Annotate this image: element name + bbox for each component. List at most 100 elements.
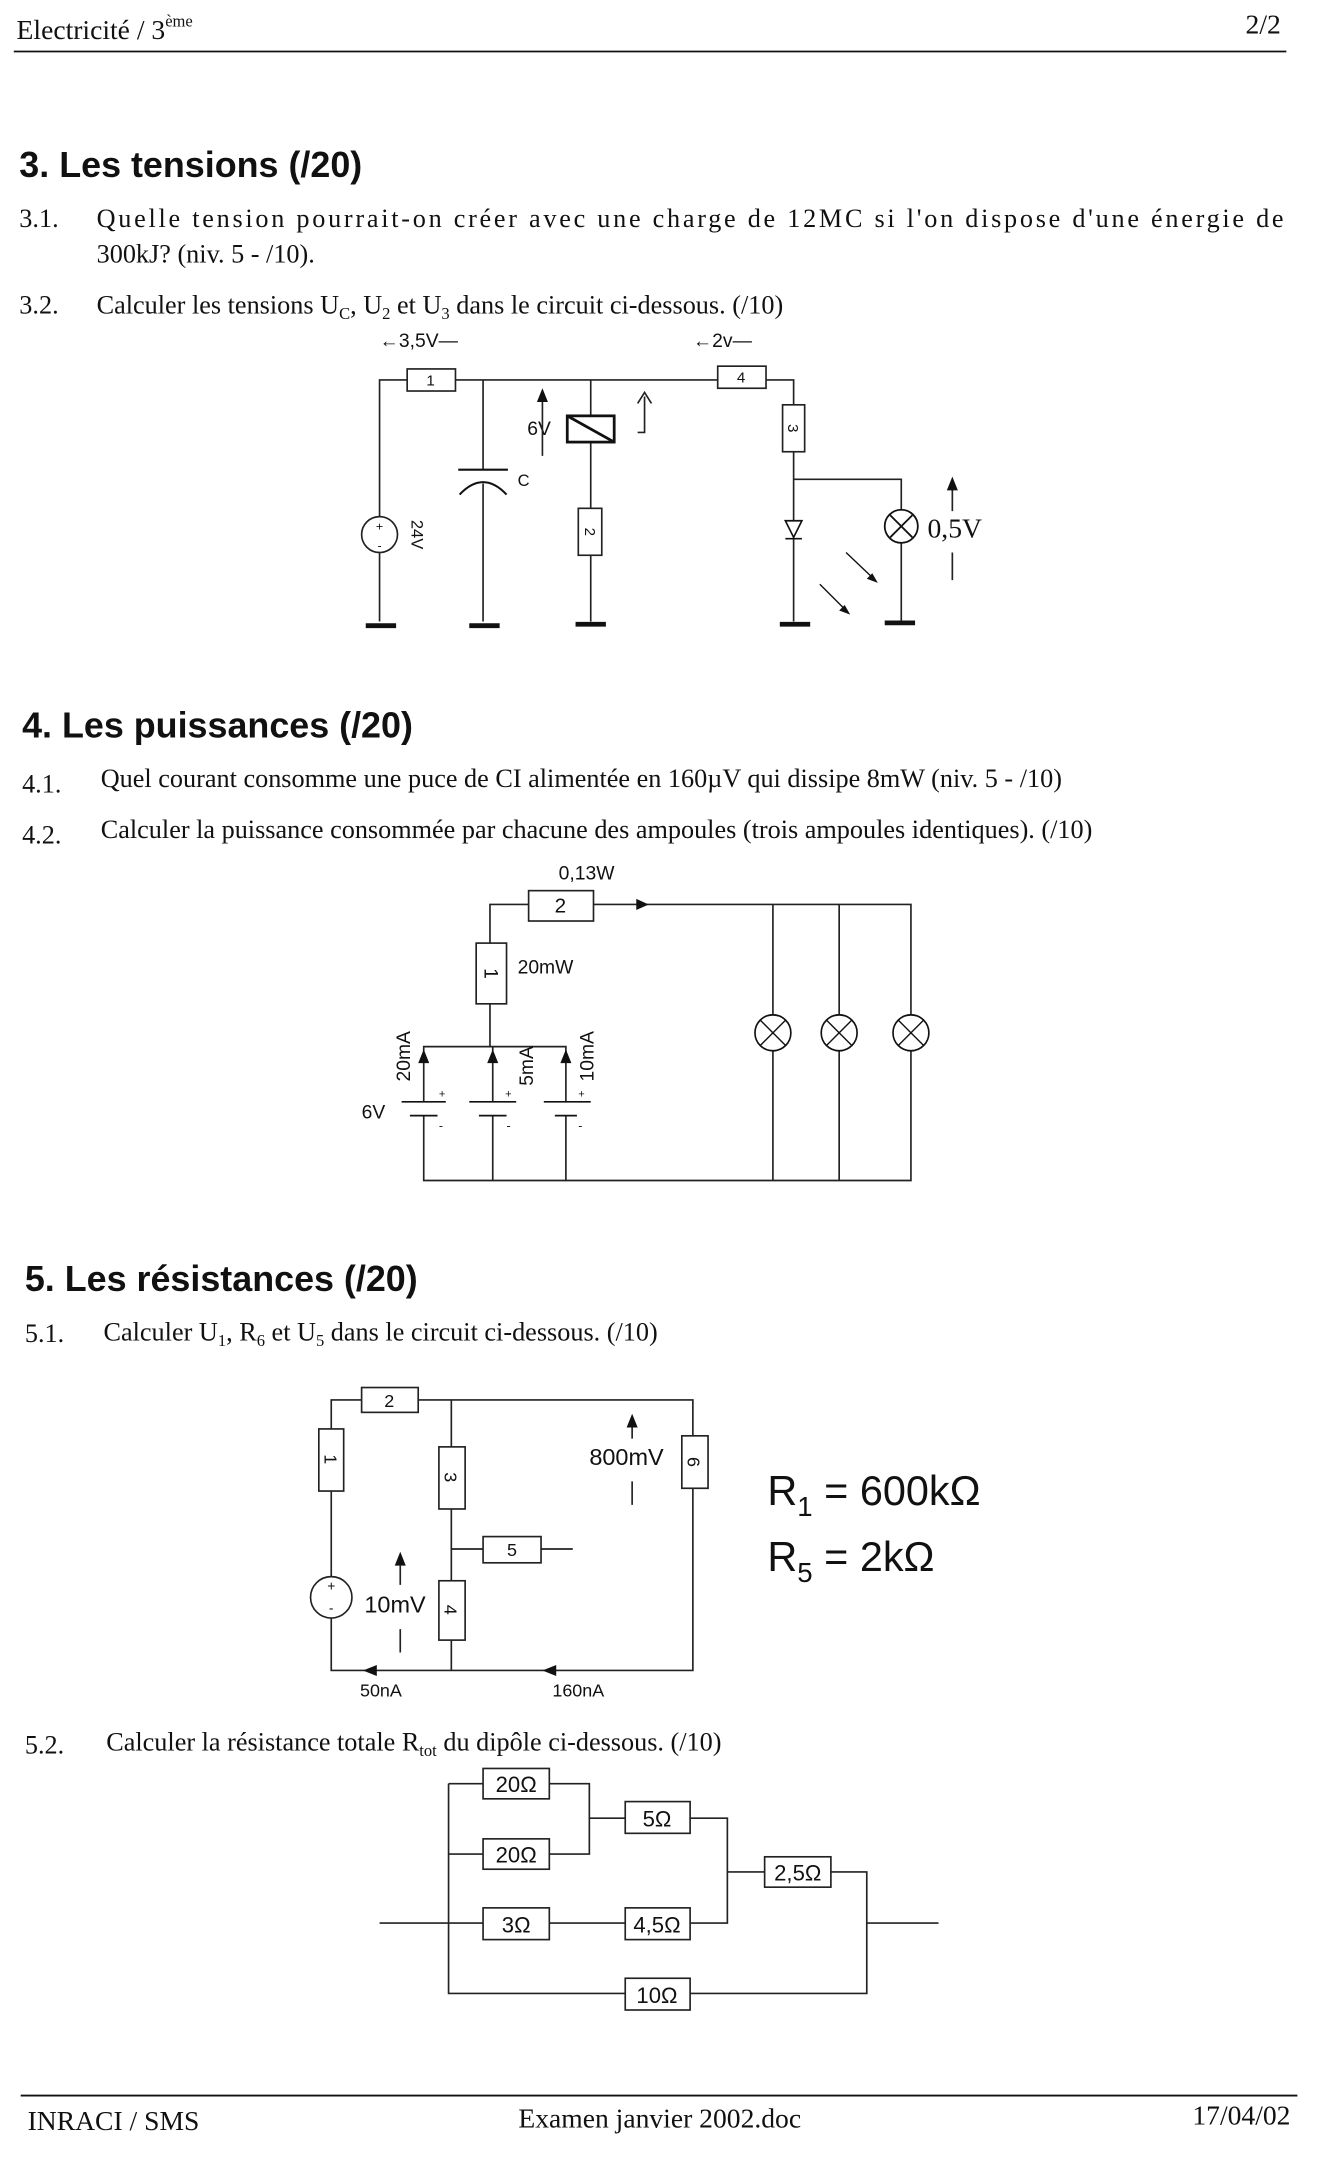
current-label-10ma: 10mA [577,1031,598,1082]
lamp-icons [754,1014,930,1052]
resistor-5 [482,1535,542,1564]
page-number: 2/2 [1246,9,1281,40]
section-4-heading: 4. Les puissances (/20) [22,705,413,745]
resistor-2-5-ohm [763,1855,832,1888]
current-label-5ma: 5mA [517,1046,538,1086]
resistor-3 [781,403,806,453]
source-voltage-label: 24V [407,520,426,549]
page-header: Electricité / 3ème 2/2 [13,9,1287,53]
resistor-4-label: 4 [440,1605,460,1615]
q3-2-text: Calculer les tensions UC, U2 et U3 dans … [97,291,784,324]
q3-1-line2: 300kJ? (niv. 5 - /10). [97,240,315,269]
resistor-2-label: 2 [384,1391,394,1411]
relay-voltage-label: 6V [527,419,551,440]
svg-text:-: - [578,1118,582,1132]
svg-text:-: - [329,1601,334,1616]
circuit-dipole: 20Ω 20Ω 5Ω 2,5Ω 3Ω 4,5Ω 10Ω [379,1767,939,2011]
q4-1-number: 4.1. [22,770,61,799]
q3-1-number: 3.1. [19,204,58,233]
header-title: Electricité / 3ème [17,12,193,45]
footer-date: 17/04/02 [1192,2100,1290,2131]
footer-school: INRACI / SMS [28,2105,200,2136]
resistor-1-label: 1 [320,1454,340,1464]
circuit-tensions: ←3,5V— ←2v— 1 4 3 2 6V C + - 24V [360,331,982,629]
resistor-1-label: 1 [479,968,500,979]
resistor-6 [680,1435,709,1490]
svg-text:+: + [327,1578,335,1593]
q3-1-line1: Quelle tension pourrait-on créer avec un… [97,204,1284,233]
q5-1-text: Calculer U1, R6 et U5 dans le circuit ci… [104,1318,658,1351]
svg-text:-: - [439,1118,443,1132]
current-label-160na: 160nA [552,1681,604,1701]
resistor-4-5-ohm [624,1907,691,1941]
resistor-5-ohm-label: 5Ω [643,1806,672,1831]
svg-text:+: + [505,1089,511,1101]
lamp-icon [883,508,919,544]
svg-text:-: - [377,539,381,553]
page-footer: INRACI / SMS Examen janvier 2002.doc 17/… [20,2094,1298,2136]
resistor-1-label: 1 [426,372,434,389]
resistor-20-ohm-b-label: 20Ω [496,1842,537,1867]
resistor-10-ohm-label: 10Ω [636,1983,677,2008]
capacitor-icon [458,468,508,496]
r6-voltage-label: 800mV [589,1444,664,1470]
given-r5: R5 = 2kΩ [767,1534,934,1588]
resistor-4 [438,1579,466,1641]
battery-voltage-label: 6V [362,1102,386,1123]
resistor-3-label: 3 [784,424,801,432]
q5-2-number: 5.2. [25,1730,64,1759]
resistor-20-ohm-a-label: 20Ω [496,1772,537,1797]
given-r1: R1 = 600kΩ [767,1468,980,1522]
q3-2-number: 3.2. [19,291,58,320]
resistor-3-ohm-label: 3Ω [502,1913,531,1938]
current-label-20ma: 20mA [394,1031,415,1082]
footer-filename: Examen janvier 2002.doc [518,2102,801,2133]
battery-icons: + + + - - - [401,1089,591,1132]
resistor-3-label: 3 [440,1472,460,1482]
resistor-2 [360,1386,420,1414]
resistor-3-ohm [482,1907,551,1941]
resistor-2 [577,507,603,557]
svg-text:+: + [578,1089,584,1101]
resistor-1 [406,368,457,392]
q4-2-number: 4.2. [22,821,61,850]
resistor-2-label: 2 [581,528,598,536]
power-label-r1: 20mW [518,957,575,978]
capacitor-label: C [518,471,530,490]
voltage-label-2v: ←2v— [693,331,753,352]
voltage-label-3-5v: ←3,5V— [380,331,459,352]
resistor-6-label: 6 [683,1457,703,1467]
resistor-5-ohm [624,1800,691,1835]
resistor-1 [318,1428,345,1492]
source-voltage-label: 10mV [364,1592,426,1618]
voltage-source-icon: + - [360,515,399,554]
q4-2-text: Calculer la puissance consommée par chac… [101,815,1093,844]
relay-coil-icon [565,414,616,444]
resistor-4-5-ohm-label: 4,5Ω [633,1913,680,1938]
resistor-10-ohm [624,1977,691,2011]
svg-text:+: + [376,519,383,533]
q4-1-text: Quel courant consomme une puce de CI ali… [101,764,1062,793]
resistor-5-label: 5 [507,1540,517,1560]
power-label-r2: 0,13W [559,864,616,885]
voltage-source-icon: + - [309,1575,353,1619]
ground-symbols [365,620,916,629]
q5-1-number: 5.1. [25,1319,64,1348]
section-3-heading: 3. Les tensions (/20) [19,145,362,185]
resistor-1 [475,942,508,1005]
svg-text:-: - [507,1118,511,1132]
led-diode-icon [783,519,878,615]
lamp-voltage-label: 0,5V [927,512,981,543]
resistor-4 [716,365,767,390]
resistor-20-ohm-a [482,1767,551,1800]
section-5-heading: 5. Les résistances (/20) [25,1259,418,1299]
circuit-resistances: 2 1 3 5 4 6 + - 10mV 800mV 50nA 160nA R1… [309,1386,981,1701]
resistor-4-label: 4 [737,370,745,387]
circuit-puissances: 0,13W 2 1 20mW + + + - - - 20mA 5mA 10mA… [362,864,930,1182]
resistor-2-5-ohm-label: 2,5Ω [774,1860,821,1885]
svg-text:+: + [439,1089,445,1101]
resistor-2-label: 2 [555,895,567,918]
current-label-50na: 50nA [360,1681,402,1701]
resistor-3 [438,1446,466,1510]
